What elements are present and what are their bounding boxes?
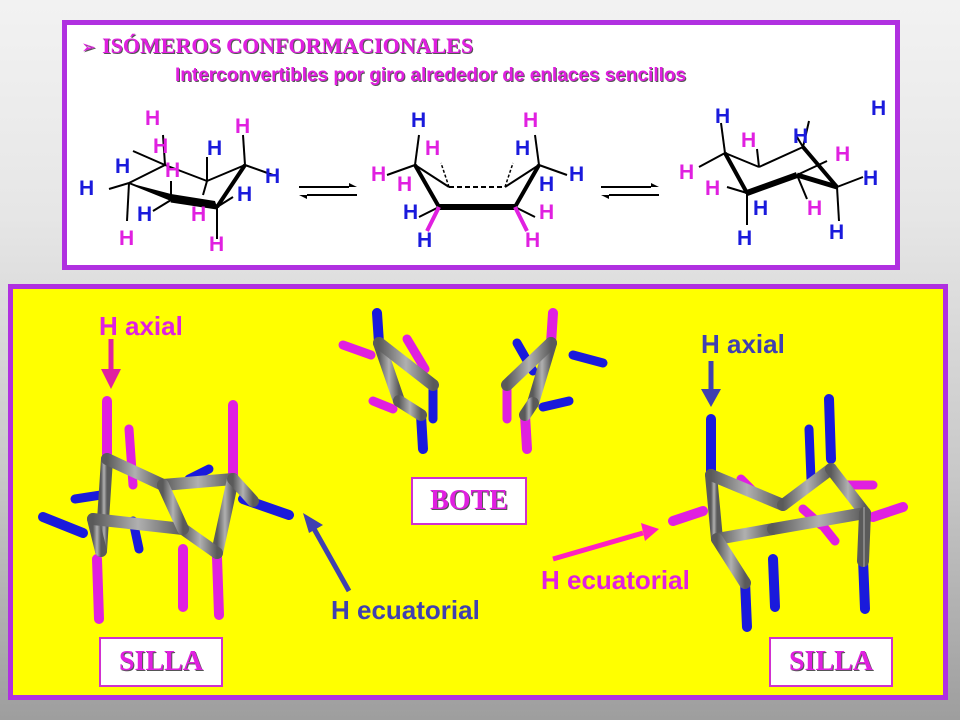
h-atom: H [793,125,808,148]
equatorial-label-left: H ecuatorial [331,595,480,625]
h-atom: H [753,197,768,220]
h-atom: H [835,143,850,166]
h-atom: H [807,197,822,220]
h-atom: H [741,129,756,152]
h-atom: H [397,173,412,196]
equilibrium-arrow-icon [299,183,357,199]
h-atom: H [539,173,554,196]
h-atom: H [119,227,134,250]
axial-arrow-right [701,361,721,407]
chair-model-left [38,396,294,624]
equatorial-arrow-left [303,513,352,593]
h-atom: H [871,97,886,120]
h-atom: H [569,163,584,186]
axial-arrow-left [101,339,121,389]
axial-label-left: H axial [99,311,183,341]
h-atom: H [425,137,440,160]
h-atom: H [515,137,530,160]
h-atom: H [679,161,694,184]
conformation-diagram: H H H H H H H H H H H H H [79,97,886,256]
h-atom: H [165,159,180,182]
h-atom: H [715,105,730,128]
chair-structure-2 [698,120,864,225]
chair-model-right [668,394,908,632]
h-atom: H [829,221,844,244]
title-text: ISÓMEROS CONFORMACIONALES [102,33,474,58]
top-panel: ➢ISÓMEROS CONFORMACIONALES Interconverti… [62,20,900,270]
h-atom: H [145,107,160,130]
h-atom: H [235,115,250,138]
chair-label-right: SILLA [769,637,893,687]
boat-structure [386,134,568,232]
h-atom: H [417,229,432,252]
h-atom: H [403,201,418,224]
boat-model [338,308,608,454]
h-atom: H [411,109,426,132]
equilibrium-arrow-icon [601,183,659,199]
h-atom: H [525,229,540,252]
molecular-models [38,308,908,632]
h-atom: H [539,201,554,224]
chair-structure-1 [108,134,274,239]
bottom-panel: H axial H axial H ecuatorial H ecuatoria… [8,284,948,700]
page-title: ➢ISÓMEROS CONFORMACIONALES [81,33,473,59]
h-atom: H [863,167,878,190]
h-atom: H [237,183,252,206]
axial-label-right: H axial [701,329,785,359]
h-atom: H [137,203,152,226]
h-atom: H [79,177,94,200]
h-atom: H [191,203,206,226]
chair-label-left: SILLA [99,637,223,687]
h-atom: H [705,177,720,200]
h-atom: H [737,227,752,250]
h-atom: H [265,165,280,188]
equatorial-label-right: H ecuatorial [541,565,690,595]
page-subtitle: Interconvertibles por giro alrededor de … [175,65,687,86]
arrow-bullet-icon: ➢ [81,37,97,58]
h-atom: H [115,155,130,178]
h-atom: H [523,109,538,132]
boat-label: BOTE [411,477,527,525]
h-atom: H [371,163,386,186]
h-atom: H [207,137,222,160]
h-atom: H [153,135,168,158]
equatorial-arrow-right [552,523,659,562]
h-atom: H [209,233,224,256]
